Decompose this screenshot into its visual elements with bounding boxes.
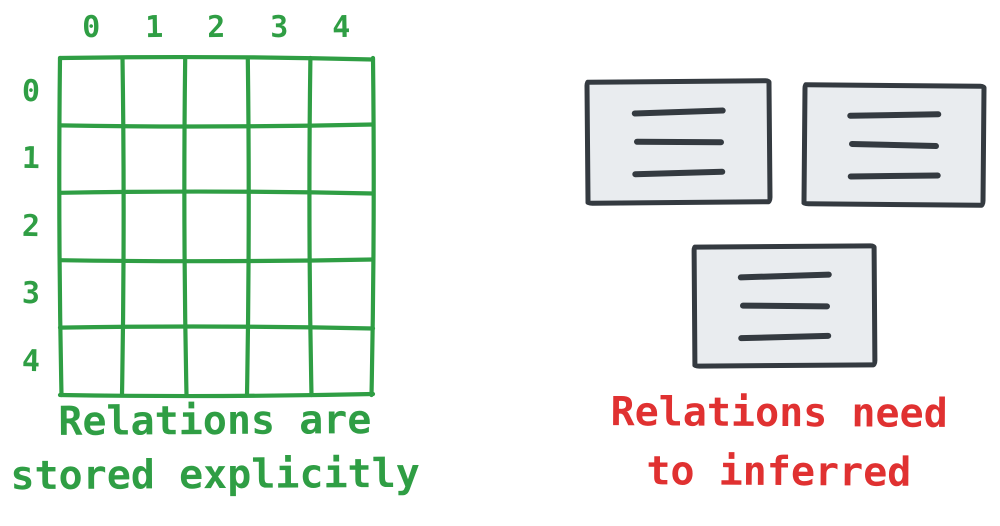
text-line [737,271,832,280]
matrix-row-label-4: 4 [21,343,41,379]
text-line [633,138,724,146]
text-line [632,168,726,177]
left-caption: Relations are stored explicitly [0,393,430,503]
text-line [631,107,726,116]
text-line [848,141,940,149]
document-card [584,78,773,206]
text-line [847,172,941,179]
matrix-col-label-4: 4 [332,9,351,46]
matrix-col-label-0: 0 [81,9,101,46]
left-caption-line-2: stored explicitly [10,450,420,500]
matrix-col-label-2: 2 [207,9,226,46]
matrix-column-labels: 0 1 2 3 4 [60,10,373,46]
matrix-row-labels: 0 1 2 3 4 [12,58,50,395]
matrix-grid [57,54,376,399]
matrix-row-label-2: 2 [21,208,41,245]
left-caption-line-1: Relations are [58,397,372,445]
right-caption-line-1: Relations need [610,389,948,437]
matrix-col-label-3: 3 [269,9,289,46]
right-caption-line-2: to inferred [646,448,912,496]
matrix-col-label-1: 1 [144,9,164,46]
right-caption: Relations need to inferred [579,383,980,503]
matrix-row-label-0: 0 [21,74,41,110]
matrix-row-label-3: 3 [21,276,41,312]
document-card [801,82,987,208]
text-line [738,332,832,341]
text-line [847,111,942,118]
text-line [739,302,830,310]
document-card [691,243,878,369]
matrix-row-label-1: 1 [21,141,41,177]
